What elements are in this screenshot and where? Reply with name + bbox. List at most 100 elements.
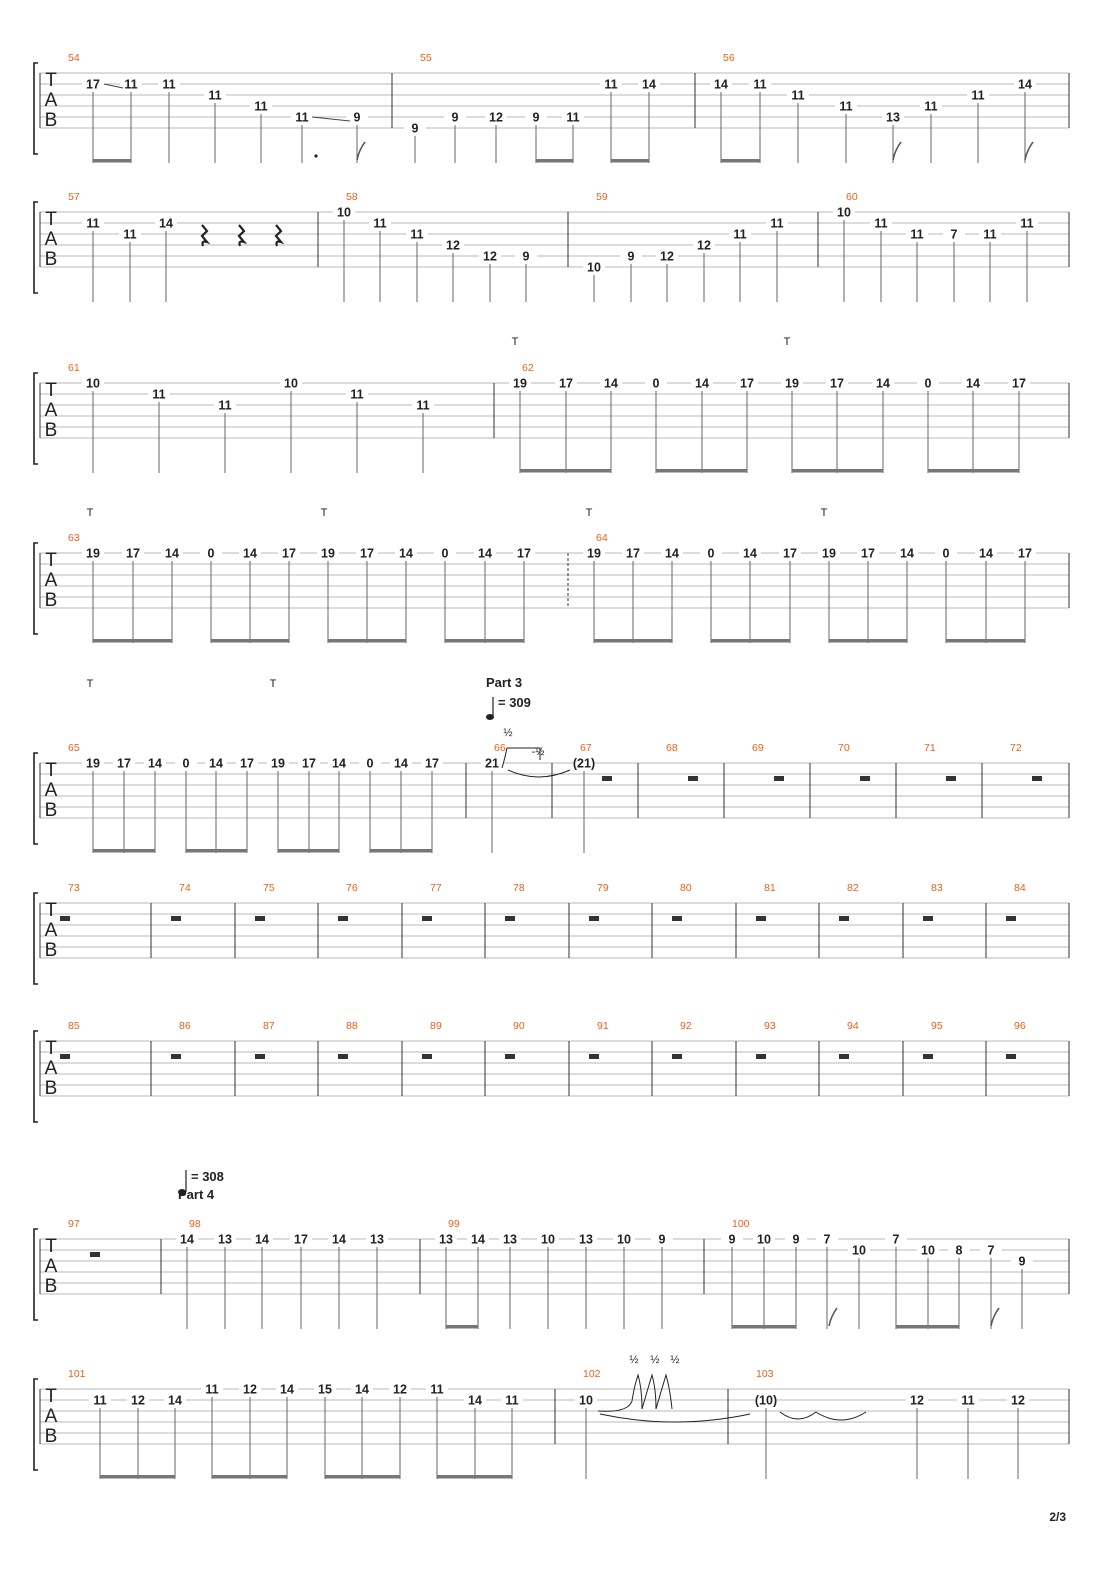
- tab-clef-letter: T: [45, 1038, 57, 1059]
- fret-mask: [481, 757, 503, 769]
- measure-number: 56: [723, 52, 735, 64]
- bend-arrow: [597, 1373, 673, 1412]
- fret-number: 11: [410, 228, 423, 242]
- tab-clef-letter: T: [45, 209, 57, 230]
- fret-number: 19: [86, 757, 100, 771]
- fret-number: 11: [124, 78, 137, 92]
- fret-mask: [176, 1233, 198, 1245]
- bend-label: ½: [670, 1354, 679, 1366]
- fret-mask: [328, 757, 350, 769]
- tab-clef-letter: A: [45, 920, 58, 941]
- fret-number: 14: [148, 757, 162, 771]
- fret-number: 14: [876, 377, 890, 391]
- measure-number: 74: [179, 882, 191, 894]
- fret-number: 10: [541, 1233, 555, 1247]
- fret-number: 11: [86, 217, 99, 231]
- measure-number: 99: [448, 1218, 460, 1230]
- fret-mask: [426, 1383, 448, 1395]
- fret-mask: [1007, 1394, 1029, 1406]
- fret-number: 19: [86, 547, 100, 561]
- fret-number: 14: [642, 78, 656, 92]
- measure-number: 79: [597, 882, 609, 894]
- system-bracket: [33, 1228, 38, 1321]
- fret-mask: [651, 1233, 673, 1245]
- tab-clef-letter: A: [45, 1256, 58, 1277]
- fret-number: 11: [604, 78, 617, 92]
- fret-number: 12: [131, 1394, 145, 1408]
- system-bracket: [33, 62, 38, 155]
- fret-number: 12: [489, 111, 503, 125]
- fret-mask: [442, 239, 464, 251]
- fret-number: 9: [354, 111, 361, 125]
- system-bracket: [33, 1030, 38, 1123]
- fret-number: 11: [924, 100, 937, 114]
- fret-number: 14: [165, 547, 179, 561]
- fret-number: 17: [626, 547, 640, 561]
- beam: [732, 1325, 796, 1329]
- fret-mask: [870, 217, 892, 229]
- fret-number: 11: [373, 217, 386, 231]
- fret-mask: [1014, 547, 1036, 559]
- fret-mask: [239, 547, 261, 559]
- fret-number: 11: [566, 111, 579, 125]
- fret-number: 14: [180, 1233, 194, 1247]
- tab-clef-letter: A: [45, 229, 58, 250]
- fret-number: 14: [355, 1383, 369, 1397]
- fret-number: (21): [573, 757, 595, 771]
- fret-number: 12: [393, 1383, 407, 1397]
- measure-number: 77: [430, 882, 442, 894]
- fret-mask: [896, 547, 918, 559]
- tempo-marking: = 308: [191, 1169, 224, 1184]
- measure-number: 67: [580, 742, 592, 754]
- fret-number: 14: [168, 1394, 182, 1408]
- beam: [656, 469, 747, 473]
- dot: [314, 154, 318, 158]
- fret-mask: [600, 78, 622, 90]
- fret-mask: [404, 122, 426, 134]
- fret-mask: [499, 1233, 521, 1245]
- whole-rest: [255, 916, 265, 921]
- fret-mask: [113, 757, 135, 769]
- beam: [896, 1325, 959, 1329]
- fret-number: 17: [783, 547, 797, 561]
- fret-mask: [622, 547, 644, 559]
- measure-number: 71: [924, 742, 936, 754]
- fret-mask: [872, 377, 894, 389]
- beam: [829, 639, 907, 643]
- fret-mask: [290, 1233, 312, 1245]
- fret-number: 12: [483, 250, 497, 264]
- beam: [328, 639, 406, 643]
- beam: [520, 469, 611, 473]
- fret-number: 17: [360, 547, 374, 561]
- measure-number: 85: [68, 1020, 80, 1032]
- measure-number: 76: [346, 882, 358, 894]
- tie: [779, 1411, 817, 1420]
- fret-mask: [537, 1233, 559, 1245]
- fret-mask: [82, 757, 104, 769]
- fret-number: 11: [208, 89, 221, 103]
- measure-number: 91: [597, 1020, 609, 1032]
- measure-number: 54: [68, 52, 80, 64]
- system-bracket: [33, 752, 38, 845]
- beam: [792, 469, 883, 473]
- tab-clef-letter: A: [45, 570, 58, 591]
- measure-number: 78: [513, 882, 525, 894]
- fret-mask: [366, 1233, 388, 1245]
- fret-number: 17: [1012, 377, 1026, 391]
- tap-mark: T: [784, 336, 791, 348]
- fret-mask: [525, 111, 547, 123]
- measure-number: 94: [847, 1020, 859, 1032]
- beam: [93, 159, 131, 163]
- note-flag: [892, 141, 902, 161]
- beam: [325, 1475, 400, 1479]
- fret-number: 11: [770, 217, 783, 231]
- measure-number: 59: [596, 191, 608, 203]
- fret-mask: [575, 1394, 597, 1406]
- fret-mask: [638, 78, 660, 90]
- fret-number: 14: [966, 377, 980, 391]
- fret-number: 17: [1018, 547, 1032, 561]
- fret-mask: [1008, 377, 1030, 389]
- whole-rest: [422, 1054, 432, 1059]
